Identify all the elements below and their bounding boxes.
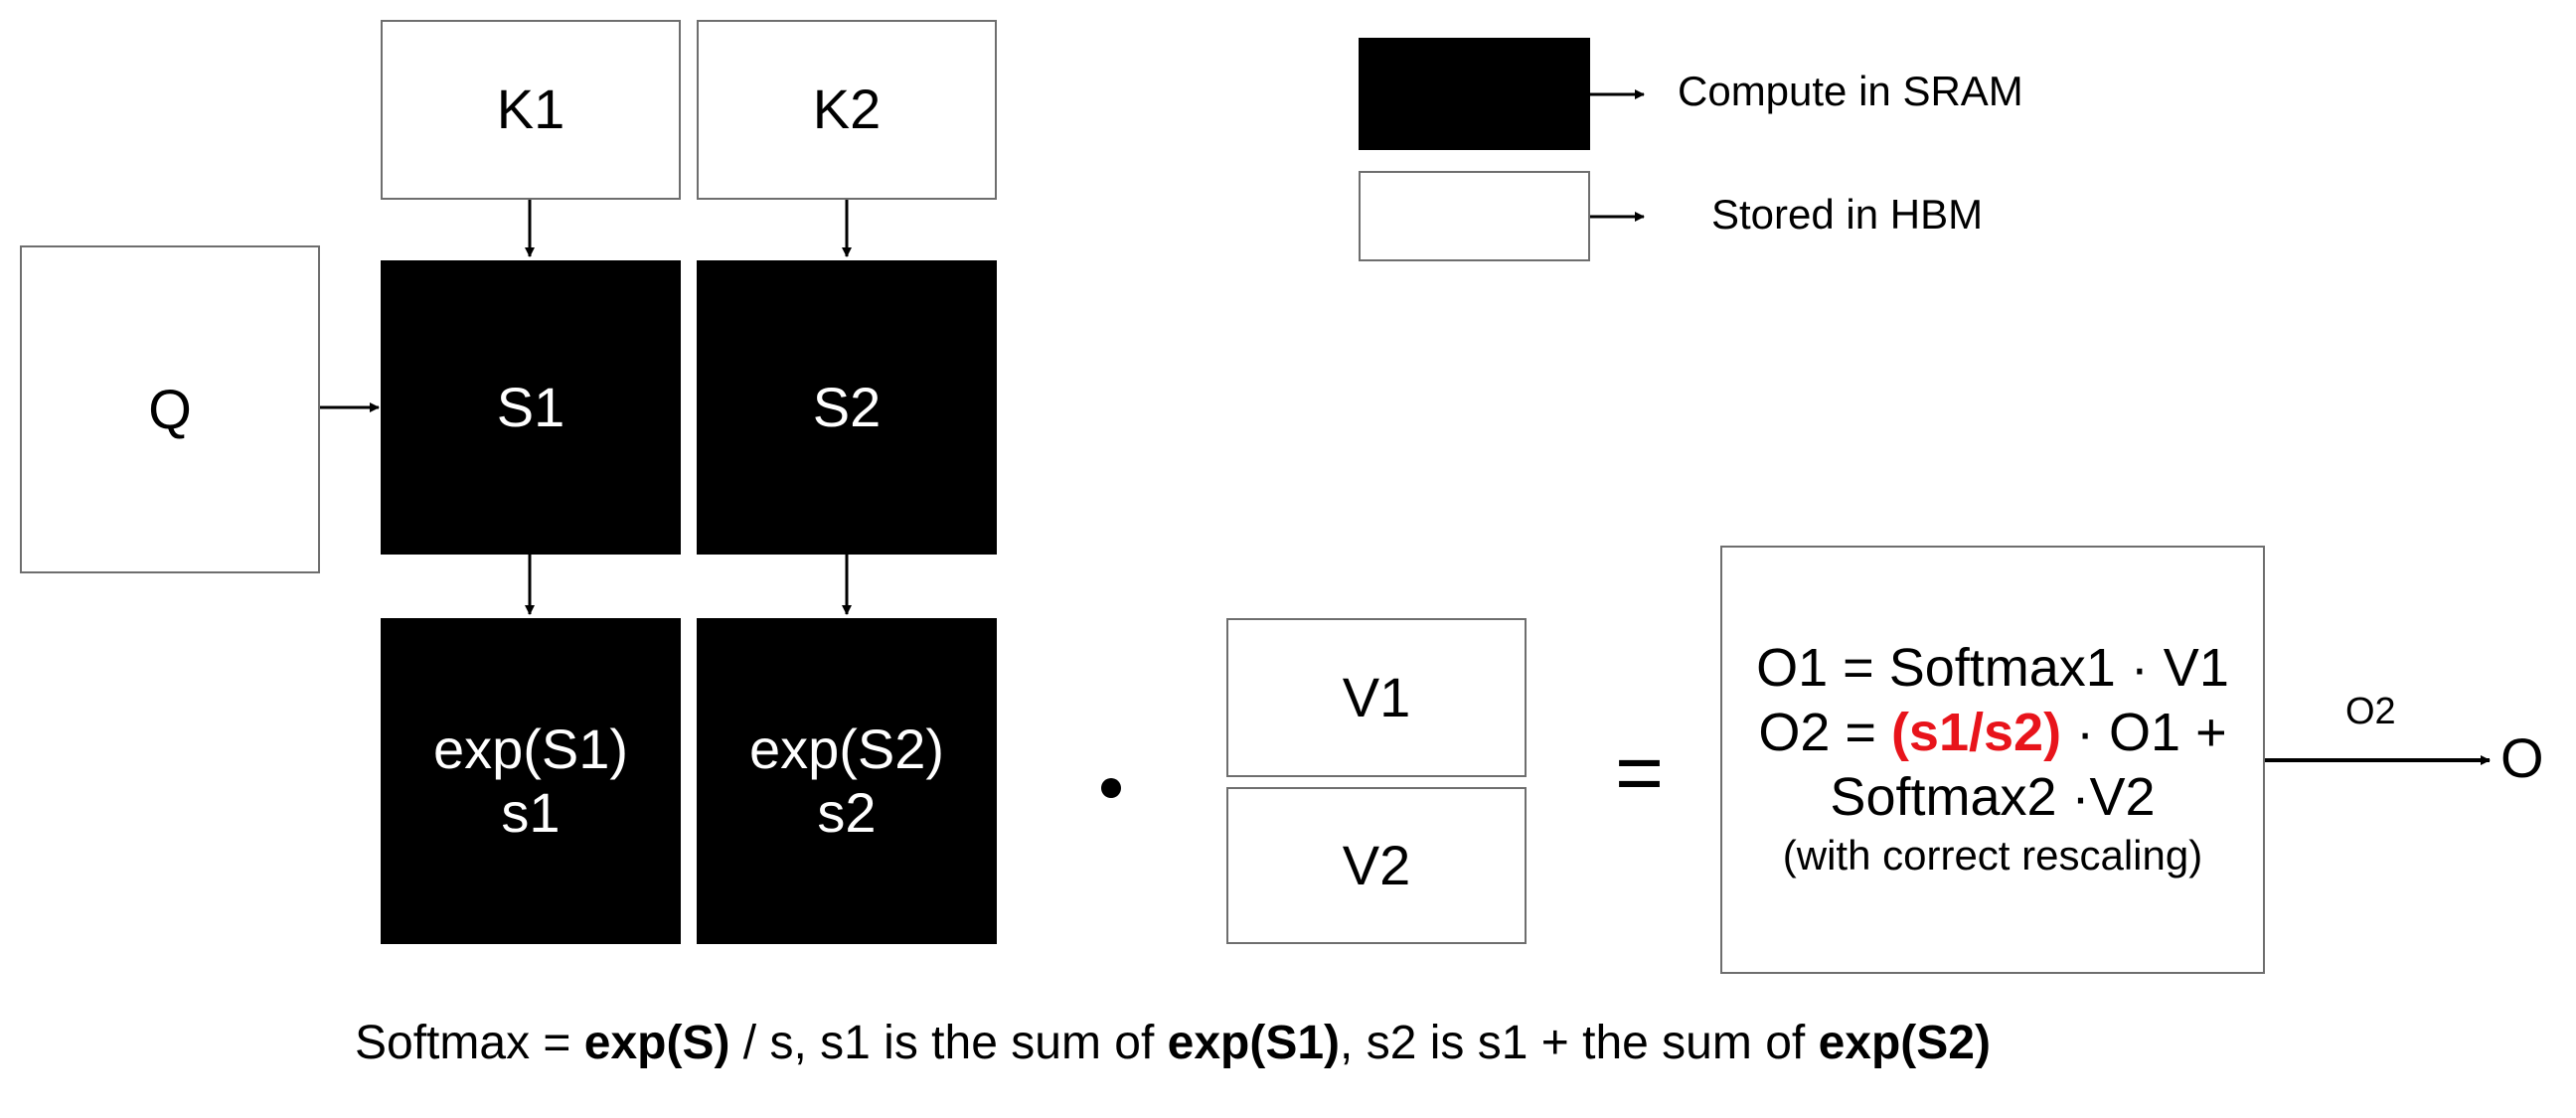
formula-o2-prefix: O2 =	[1758, 702, 1891, 762]
q-block: Q	[20, 245, 320, 573]
v2-label: V2	[1342, 833, 1411, 896]
exp-s1-label: exp(S1)	[432, 717, 629, 780]
s1-block: S1	[381, 260, 681, 555]
caption-bold1: exp(S)	[583, 1017, 730, 1069]
v1-block: V1	[1226, 618, 1527, 777]
dot-operator	[1101, 778, 1121, 798]
output-arrow-label: O2	[2345, 691, 2396, 732]
caption-bold2: exp(S1)	[1167, 1017, 1341, 1069]
k2-label: K2	[812, 78, 882, 141]
s2-label: S2	[812, 375, 882, 438]
k1-block: K1	[381, 20, 681, 200]
formula-softmax2: Softmax2 ·V2	[1830, 766, 2156, 827]
legend-stored-label: Stored in HBM	[1711, 191, 1984, 238]
caption-part3: , s2 is s1 + the sum of	[1340, 1017, 1819, 1069]
legend-compute-swatch	[1359, 38, 1590, 150]
k1-label: K1	[496, 78, 565, 141]
s1-label: S1	[496, 375, 565, 438]
q-label: Q	[148, 377, 192, 440]
legend-compute-label: Compute in SRAM	[1678, 68, 2023, 114]
formula-o1: O1 = Softmax1 · V1	[1756, 638, 2229, 698]
formula-o2: O2 = (s1/s2) · O1 +	[1758, 701, 2226, 765]
v1-label: V1	[1342, 665, 1411, 728]
formula-note: (with correct rescaling)	[1782, 832, 2203, 879]
rescale-factor: (s1/s2)	[1890, 702, 2062, 762]
exp-s2-block: exp(S2) s2	[697, 618, 997, 944]
v2-block: V2	[1226, 787, 1527, 944]
legend-stored-swatch	[1359, 171, 1590, 261]
output-formula-box: O1 = Softmax1 · V1 O2 = (s1/s2) · O1 + S…	[1720, 546, 2265, 974]
k2-block: K2	[697, 20, 997, 200]
s2-sum-label: s2	[817, 781, 877, 844]
output-result: O	[2500, 726, 2544, 789]
softmax-caption: Softmax = exp(S) / s, s1 is the sum of e…	[355, 1016, 1991, 1070]
caption-part1: Softmax =	[355, 1017, 584, 1069]
equals-operator: =	[1615, 725, 1665, 819]
formula-o2-suffix: · O1 +	[2061, 702, 2227, 762]
s2-block: S2	[697, 260, 997, 555]
s1-sum-label: s1	[501, 781, 561, 844]
exp-s2-label: exp(S2)	[748, 717, 945, 780]
caption-bold3: exp(S2)	[1818, 1017, 1991, 1069]
caption-part2: / s, s1 is the sum of	[729, 1017, 1168, 1069]
exp-s1-block: exp(S1) s1	[381, 618, 681, 944]
